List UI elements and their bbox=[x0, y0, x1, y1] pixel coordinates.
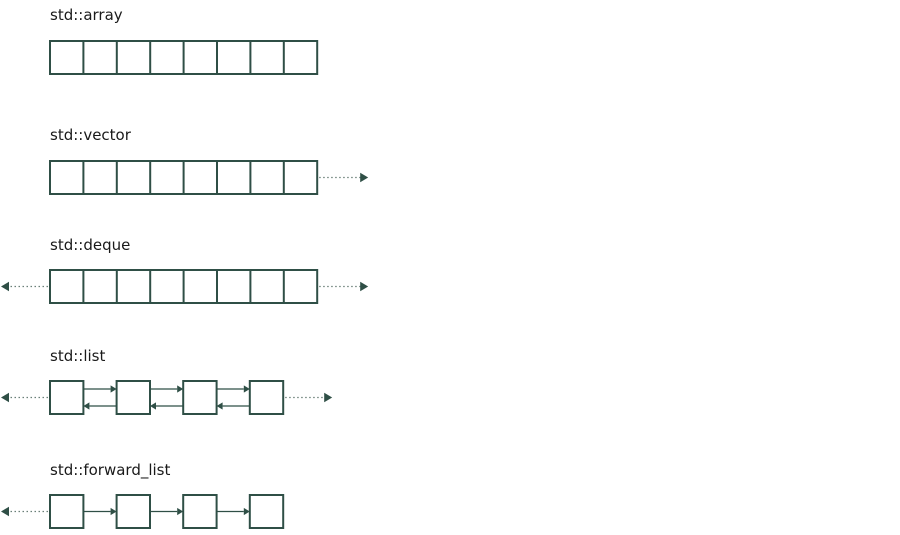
list-node bbox=[49, 380, 85, 415]
deque-grow-back-arrow-head bbox=[360, 281, 369, 292]
deque-grow-front-arrow-head bbox=[1, 281, 9, 292]
forward-list-next-link-head bbox=[177, 507, 184, 516]
forward-list-node bbox=[182, 494, 218, 529]
list-grow-front-arrow-head bbox=[1, 392, 9, 403]
list-prev-link-head bbox=[150, 402, 156, 410]
list-node bbox=[182, 380, 218, 415]
vector-label: std::vector bbox=[50, 126, 131, 144]
forward-list-node bbox=[49, 494, 85, 529]
forward-list-node bbox=[115, 494, 151, 529]
list-node bbox=[248, 380, 285, 415]
list-prev-link-head bbox=[216, 402, 223, 410]
list-prev-link-head bbox=[83, 402, 90, 410]
forward-list-next-link-head bbox=[243, 507, 250, 516]
array-label: std::array bbox=[50, 6, 123, 24]
deque-label: std::deque bbox=[50, 236, 131, 254]
list-grow-back-arrow-head bbox=[324, 392, 333, 403]
forward-list-grow-front-arrow-head bbox=[1, 506, 9, 517]
list-next-link-head bbox=[177, 385, 184, 393]
list-label: std::list bbox=[50, 347, 106, 365]
forward-list-label: std::forward_list bbox=[50, 461, 171, 479]
list-next-link-head bbox=[243, 385, 250, 393]
forward-list-node bbox=[248, 494, 285, 529]
list-node bbox=[115, 380, 151, 415]
forward-list-next-link-head bbox=[110, 507, 117, 516]
list-next-link-head bbox=[110, 385, 117, 393]
vector-grow-back-arrow-head bbox=[360, 172, 369, 183]
